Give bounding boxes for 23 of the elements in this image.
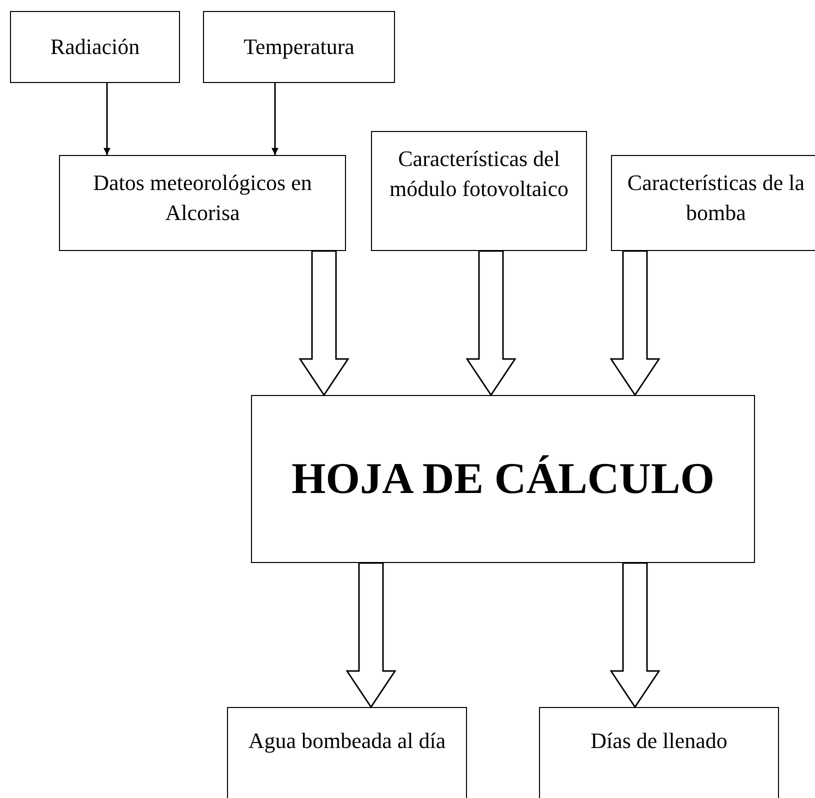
process-box — [251, 395, 755, 563]
hollow-arrow — [298, 250, 350, 396]
box-label: Características del módulo fotovoltaico — [388, 145, 570, 203]
box-label: HOJA DE CÁLCULO — [292, 454, 714, 504]
process-box — [371, 131, 587, 251]
arrow — [104, 83, 110, 155]
hollow-arrow — [610, 562, 660, 708]
process-box — [611, 155, 815, 251]
box-label: Temperatura — [244, 33, 354, 62]
process-box — [59, 155, 346, 251]
box-label: Datos meteorológicos en Alcorisa — [92, 169, 313, 227]
box-label: Radiación — [50, 33, 140, 62]
process-box — [227, 707, 467, 798]
process-box — [10, 11, 180, 83]
arrow — [272, 83, 278, 155]
hollow-arrow — [610, 250, 660, 396]
hollow-arrow — [346, 562, 396, 708]
hollow-arrow — [466, 250, 516, 396]
process-box — [203, 11, 395, 83]
box-label: Características de la bomba — [626, 169, 806, 227]
box-label: Días de llenado — [590, 727, 728, 755]
process-box — [539, 707, 779, 798]
box-label: Agua bombeada al día — [248, 727, 446, 755]
